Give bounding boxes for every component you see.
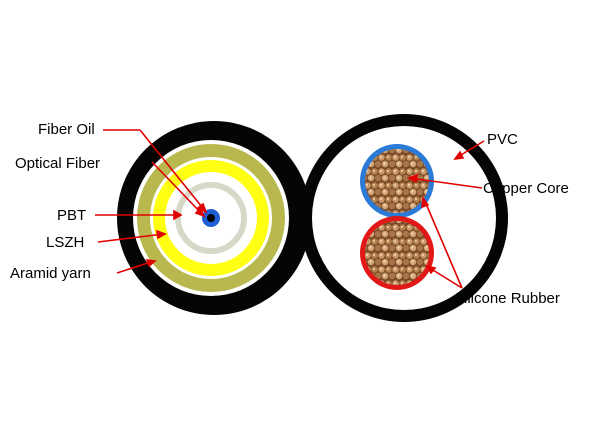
label-pvc: PVC bbox=[487, 131, 518, 148]
label-lszh: LSZH bbox=[46, 234, 84, 251]
leader-copper-core bbox=[409, 177, 483, 189]
copper-power-unit bbox=[312, 126, 496, 310]
leader-fiber-oil bbox=[139, 129, 207, 213]
pbt-tube bbox=[175, 182, 247, 254]
label-pbt: PBT bbox=[57, 207, 86, 224]
copper-core-top bbox=[365, 149, 429, 213]
label-copper-core: Copper Core bbox=[483, 180, 569, 197]
label-silicone-rubber: Silicone Rubber bbox=[454, 290, 560, 307]
labels: Fiber Oil Optical Fiber PBT LSZH Aramid … bbox=[10, 121, 569, 307]
label-optical-fiber: Optical Fiber bbox=[15, 155, 100, 172]
optical-fiber-unit bbox=[133, 140, 289, 296]
leader-lines bbox=[95, 129, 485, 289]
label-fiber-oil: Fiber Oil bbox=[38, 121, 95, 138]
fiber-core bbox=[207, 214, 215, 222]
leader-silicone-rubber-blue bbox=[423, 198, 463, 289]
copper-core-bottom bbox=[365, 221, 429, 285]
leader-lszh bbox=[97, 233, 165, 243]
leader-optical-fiber bbox=[151, 161, 205, 217]
label-aramid-yarn: Aramid yarn bbox=[10, 265, 91, 282]
